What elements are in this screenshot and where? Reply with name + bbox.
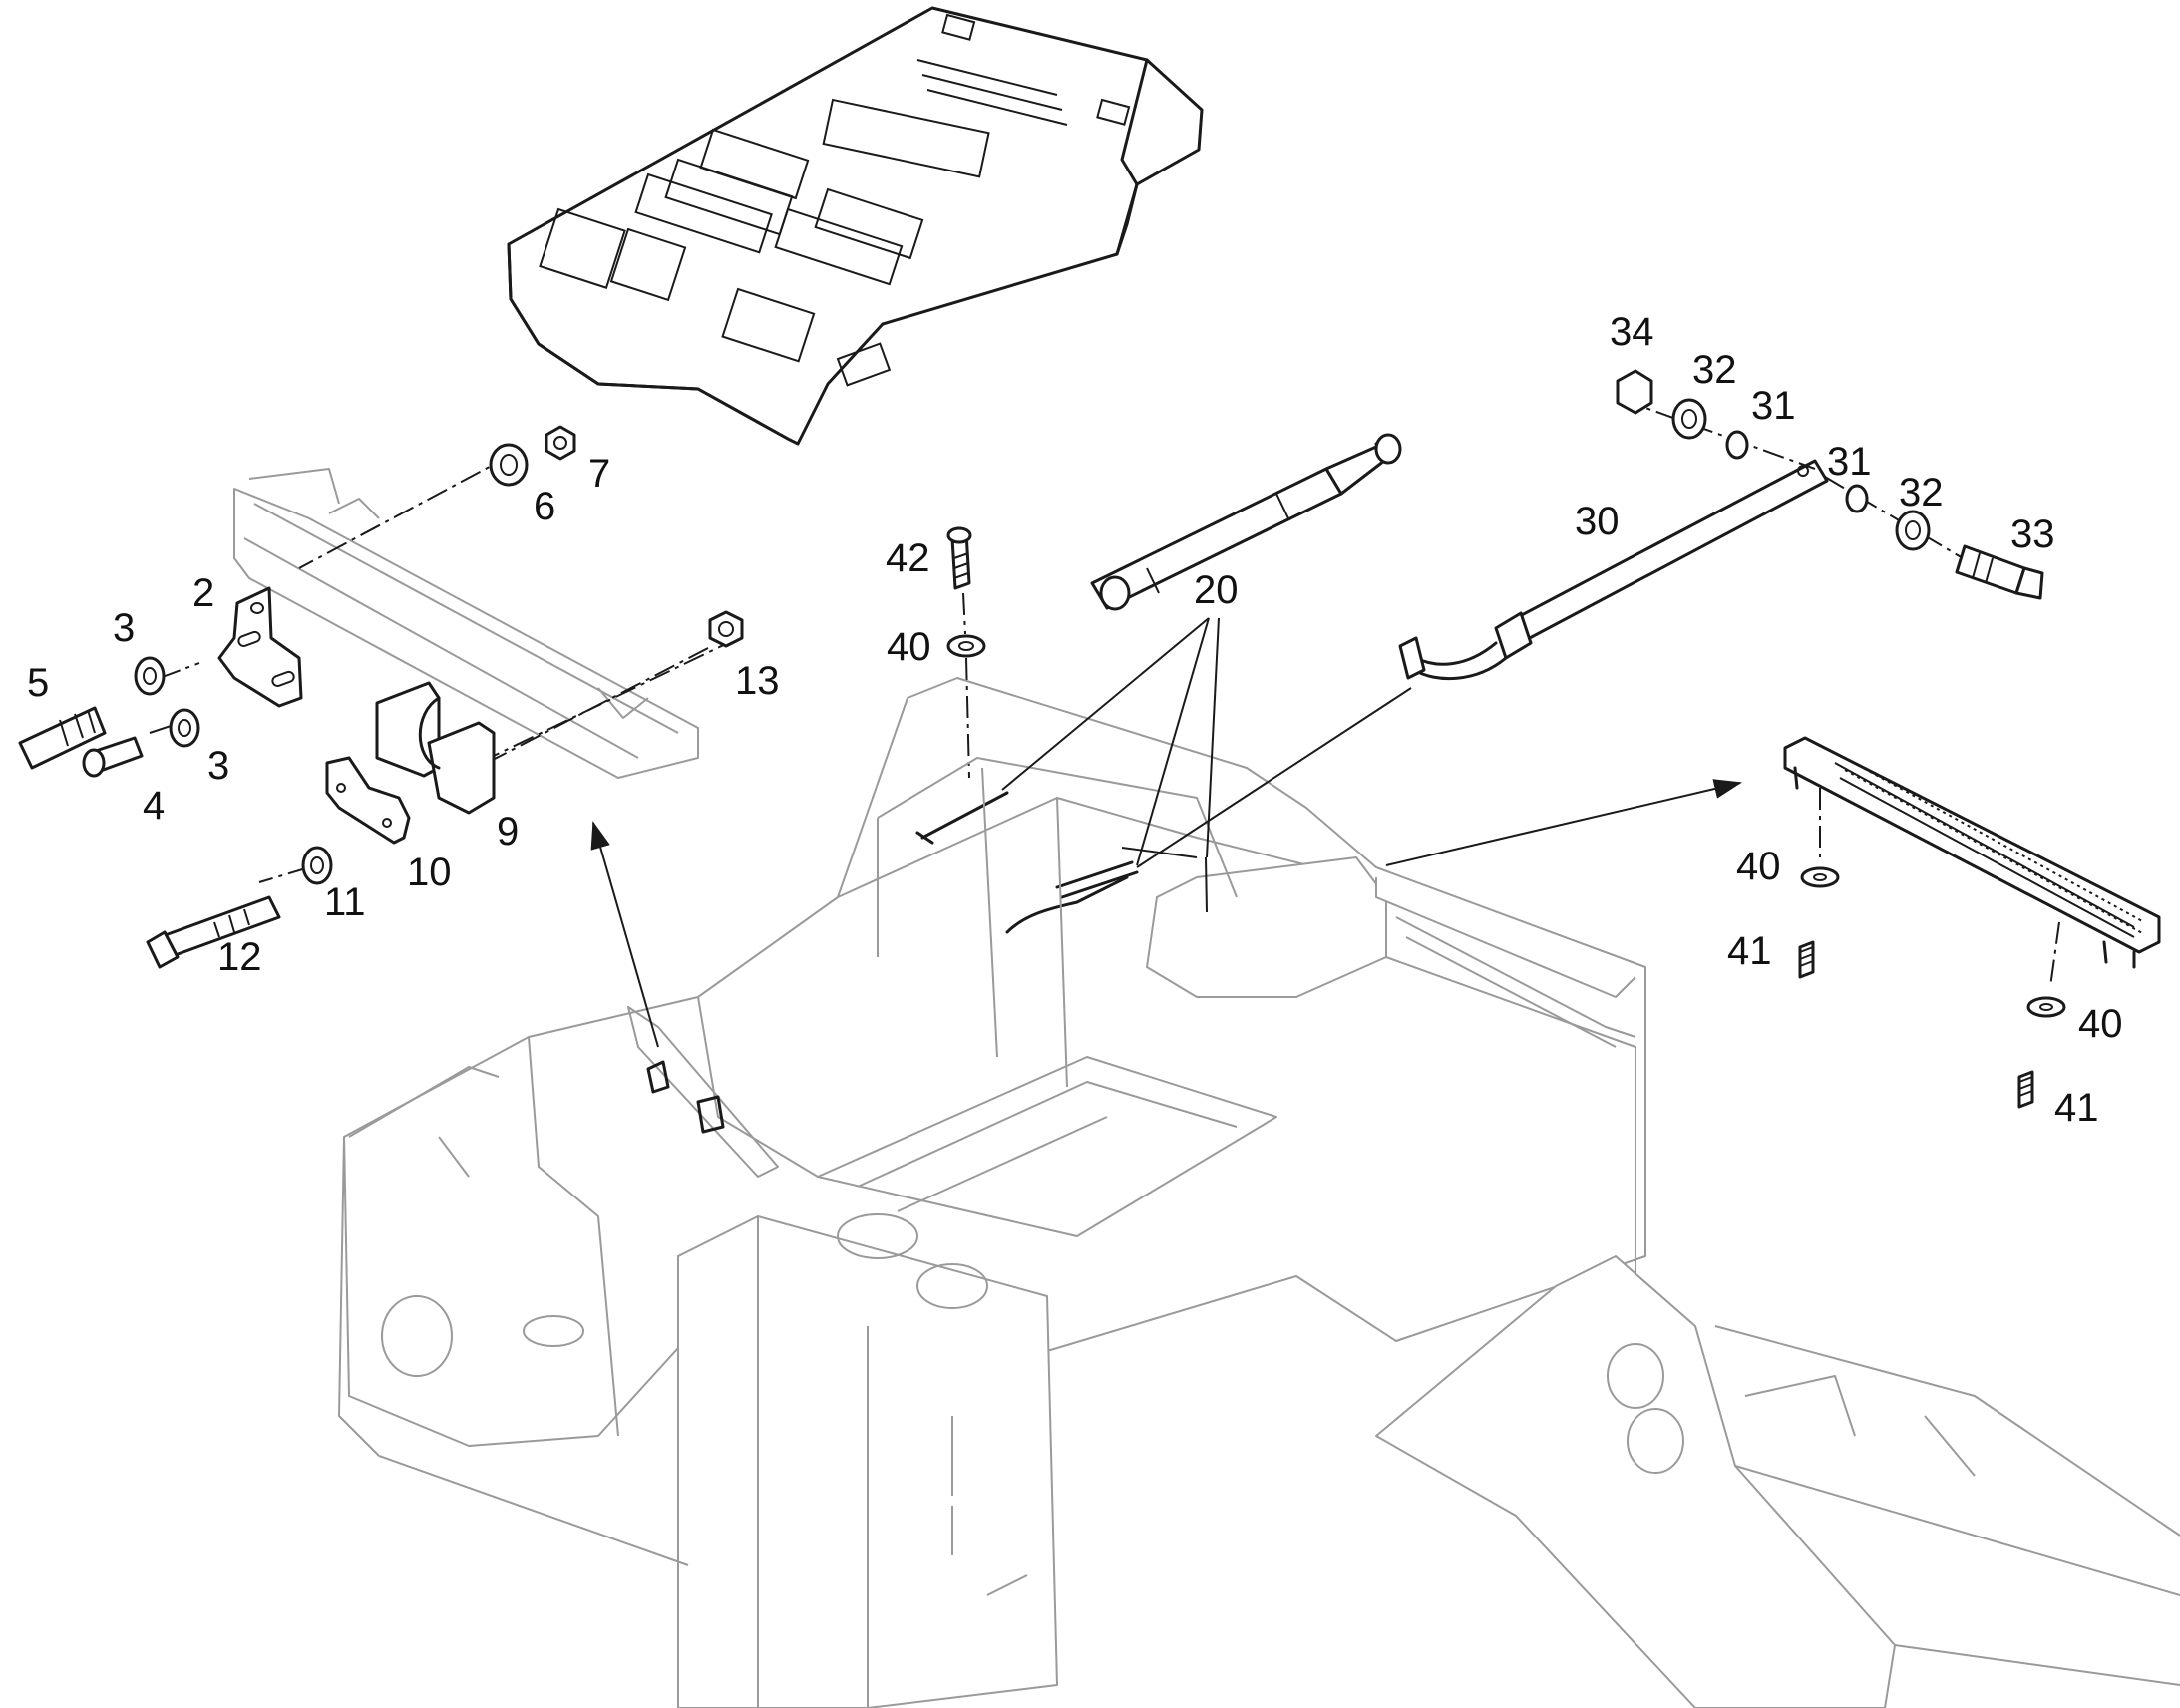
washer-6 xyxy=(489,443,529,487)
washer-3b xyxy=(169,708,200,748)
callout-40b: 40 xyxy=(1736,845,1781,888)
long-bolt xyxy=(146,895,281,969)
callout-32b: 32 xyxy=(1899,471,1944,514)
callout-7: 7 xyxy=(588,452,610,496)
latch-hardware-group xyxy=(18,425,744,969)
rubber-bumper xyxy=(375,681,496,815)
callout-9: 9 xyxy=(497,810,519,854)
callout-32a: 32 xyxy=(1692,348,1737,392)
callout-33: 33 xyxy=(2010,512,2055,556)
callout-labels: 2 3 3 4 5 6 7 9 10 11 12 13 20 30 31 31 … xyxy=(27,310,2123,1130)
callout-20: 20 xyxy=(1194,568,1239,612)
callout-3a: 3 xyxy=(113,606,135,650)
callout-10: 10 xyxy=(407,851,452,894)
nut-13 xyxy=(708,610,744,648)
gas-strut xyxy=(1090,433,1402,611)
machine-frame xyxy=(338,677,2180,1708)
washer-11 xyxy=(301,846,333,885)
washer-32a xyxy=(1671,398,1707,440)
cap-nut xyxy=(1616,369,1653,415)
rod-hardware-group xyxy=(1616,369,2044,600)
callout-31b: 31 xyxy=(1827,440,1872,484)
callout-6: 6 xyxy=(534,485,555,528)
grille-fasteners xyxy=(1798,788,2066,1109)
washer-40b xyxy=(1800,866,1840,888)
washer-32b xyxy=(1895,510,1931,551)
grille-panel xyxy=(1783,736,2161,969)
bushing-31b xyxy=(1845,484,1869,513)
washer-3a xyxy=(134,656,166,696)
washer-40c xyxy=(2026,996,2066,1018)
support-rod xyxy=(1398,459,1829,681)
callout-12: 12 xyxy=(217,935,262,979)
spring-plate xyxy=(325,756,411,845)
callout-41b: 41 xyxy=(2054,1086,2099,1130)
pivot-bolt xyxy=(1955,544,2044,600)
engine-hood-cover xyxy=(507,6,1204,446)
bushing-31a xyxy=(1725,430,1749,460)
callout-40c: 40 xyxy=(2078,1002,2123,1046)
callout-5: 5 xyxy=(27,661,49,705)
callout-40a: 40 xyxy=(887,625,931,669)
callout-41a: 41 xyxy=(1727,929,1772,973)
leader-lines xyxy=(590,617,1742,1048)
callout-3b: 3 xyxy=(207,744,229,788)
hood-vent-slots xyxy=(539,13,1131,387)
callout-4: 4 xyxy=(143,784,165,828)
latch-plate xyxy=(217,586,303,708)
callout-2: 2 xyxy=(192,571,214,615)
callout-30: 30 xyxy=(1575,500,1620,543)
screw-and-washer-top xyxy=(946,526,986,779)
callout-13: 13 xyxy=(735,659,780,703)
threaded-pin xyxy=(18,706,107,770)
callout-11: 11 xyxy=(324,880,366,924)
callout-31a: 31 xyxy=(1751,384,1796,428)
nut-7 xyxy=(545,425,576,461)
socket-screw xyxy=(82,736,144,778)
callout-42: 42 xyxy=(886,536,930,580)
latch-mounting-rail xyxy=(233,468,699,779)
callout-34: 34 xyxy=(1610,310,1654,354)
